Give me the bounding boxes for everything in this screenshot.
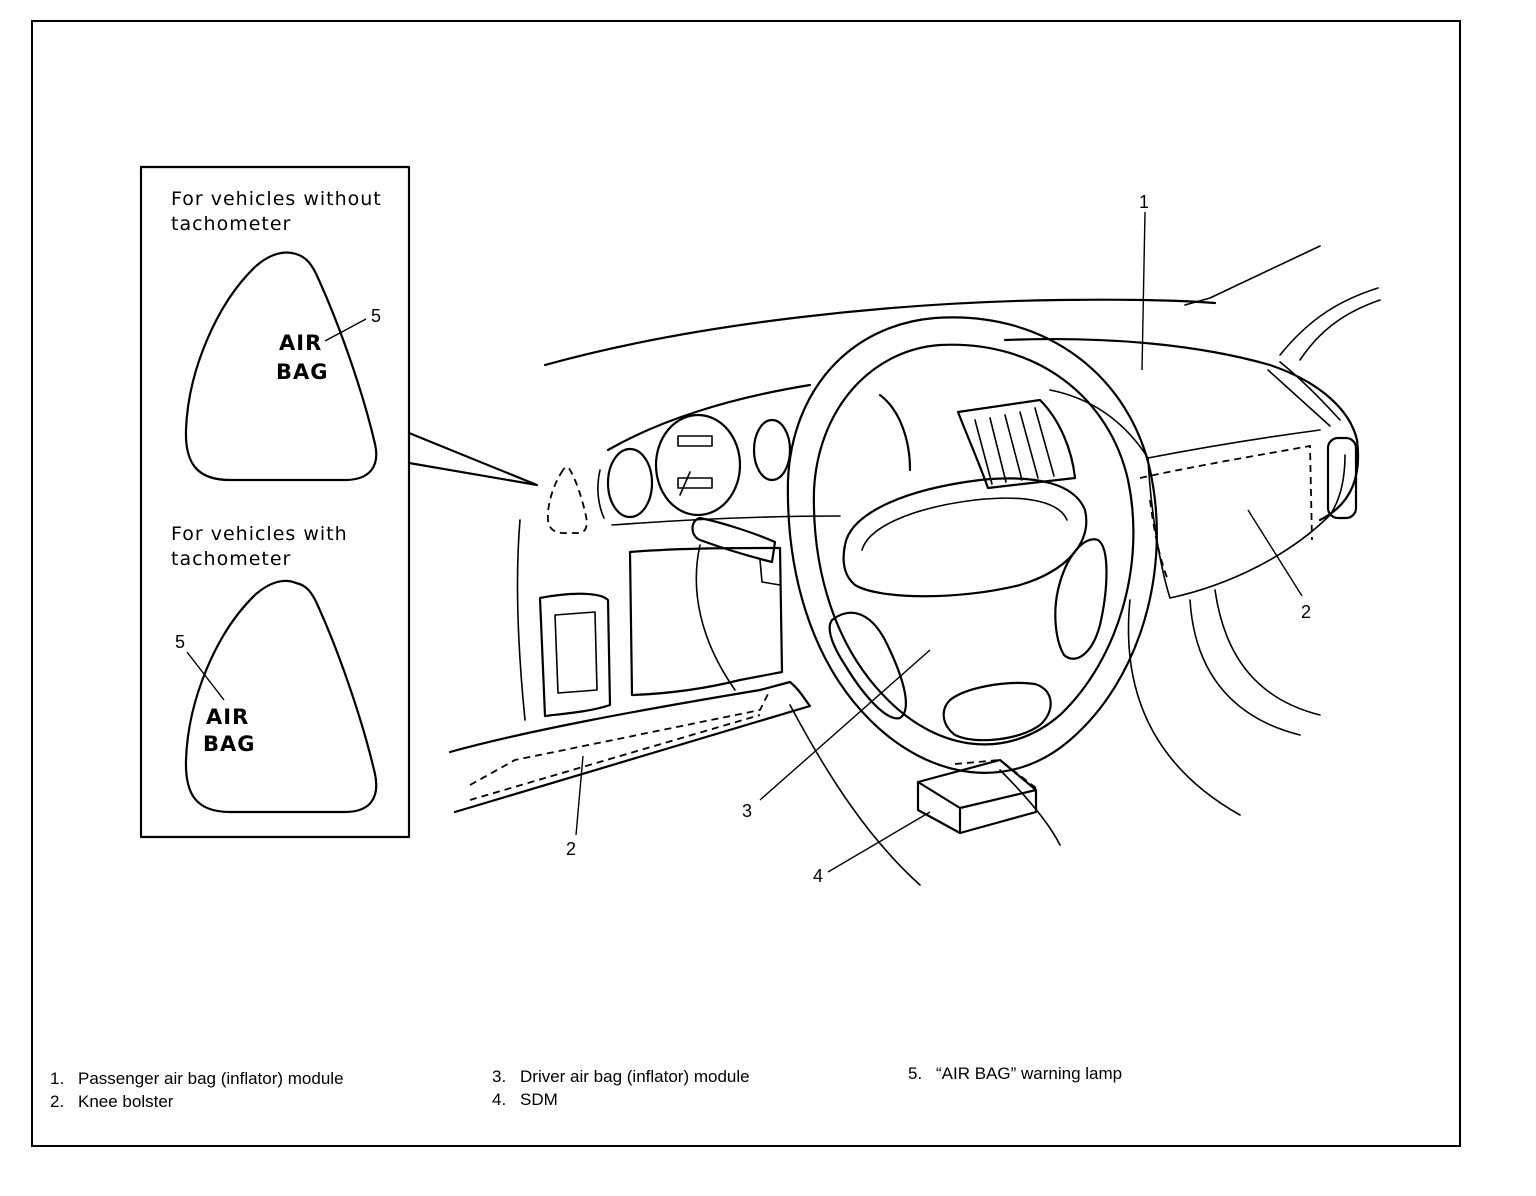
legend-item-2: 2. Knee bolster [50, 1091, 173, 1113]
legend-number: 4. [492, 1090, 507, 1109]
left-lower-panel-inner [554, 611, 598, 694]
legend-item-3: 3. Driver air bag (inflator) module [492, 1066, 750, 1088]
legend-text: Passenger air bag (inflator) module [78, 1069, 344, 1088]
callout-5-top: 5 [371, 306, 381, 326]
callout-2-left: 2 [566, 839, 576, 859]
inset-border [139, 165, 411, 839]
right-vent-slot-2 [1267, 369, 1331, 427]
callout-4: 4 [813, 866, 823, 886]
legend-text: SDM [520, 1090, 558, 1109]
a-pillar-outer [1279, 287, 1379, 356]
inset-top-caption-line2: tachometer [171, 213, 291, 235]
callout-2-right: 2 [1301, 602, 1311, 622]
door-curve-right [1189, 599, 1301, 736]
passenger-knee-bolster-dashed-2 [1149, 499, 1169, 581]
indicator-stalk [691, 516, 777, 564]
steering-spoke-left [828, 611, 907, 720]
warning-lamp-label-top-line1: AIR [279, 331, 322, 355]
centre-vent-slat-1 [974, 419, 993, 485]
legend-number: 5. [908, 1064, 923, 1083]
trip-window [677, 477, 713, 489]
floor-curve-left [789, 704, 921, 886]
lamp-gauge-bracket [597, 469, 605, 519]
legend-text: “AIR BAG” warning lamp [936, 1064, 1123, 1083]
legend-item-1: 1. Passenger air bag (inflator) module [50, 1068, 344, 1090]
steering-column [695, 544, 781, 691]
knee-bolster-outline [448, 680, 812, 814]
legend-item-4: 4. SDM [492, 1089, 558, 1111]
a-pillar-inner [1299, 299, 1381, 361]
dash-top-line [543, 298, 1217, 367]
callout-1: 1 [1139, 192, 1149, 212]
driver-airbag-hub-inner [861, 497, 1068, 551]
inset-top-caption-line1: For vehicles without [171, 188, 382, 210]
warning-lamp-shape-top [184, 251, 378, 482]
callout-3: 3 [742, 801, 752, 821]
centre-lower-panel [628, 546, 784, 697]
odometer-window [677, 435, 713, 447]
speedometer-needle [679, 471, 691, 496]
floor-curve-right [1127, 599, 1241, 816]
legend-number: 3. [492, 1067, 507, 1086]
leader-line-3 [759, 649, 931, 801]
callout-5-bottom: 5 [175, 632, 185, 652]
warning-lamp-label-bottom-line1: AIR [206, 705, 249, 729]
warning-lamp-shape-bottom [184, 579, 378, 814]
door-curve-right-2 [1214, 589, 1321, 716]
inset-bottom-caption-line2: tachometer [171, 548, 291, 570]
windshield-line [1184, 245, 1321, 306]
centre-vent-slat-3 [1004, 414, 1023, 481]
leader-line-2-right [1247, 509, 1303, 597]
dash-pad-edge [1147, 429, 1321, 459]
inset-bottom-caption-line1: For vehicles with [171, 523, 348, 545]
driver-knee-bolster-dashed-2 [469, 714, 761, 801]
dash-pad-lower [1049, 389, 1149, 459]
left-dash-edge [516, 519, 526, 721]
temp-gauge [752, 418, 792, 482]
legend-item-5: 5. “AIR BAG” warning lamp [908, 1063, 1122, 1085]
legend-text: Driver air bag (inflator) module [520, 1067, 750, 1086]
driver-airbag-hub [842, 477, 1088, 598]
cluster-bottom [611, 515, 841, 526]
leader-line-4 [827, 811, 931, 873]
legend-number: 1. [50, 1069, 65, 1088]
legend-number: 2. [50, 1092, 65, 1111]
steering-wheel-rim-inner [812, 343, 1135, 746]
dash-pad-upper [1003, 337, 1360, 522]
leader-line-1 [1141, 211, 1146, 371]
sdm-dashed [954, 759, 1037, 789]
inset-pointer [407, 431, 539, 487]
driver-knee-bolster-dashed [469, 689, 771, 786]
instrument-cluster-hood [606, 383, 912, 472]
dashboard-drawing: 1 2 2 3 4 [448, 192, 1381, 886]
left-lower-panel [538, 592, 612, 718]
warning-lamp-label-top-line2: BAG [276, 360, 329, 384]
floor-curve-mid [999, 769, 1061, 846]
steering-spoke-bottom [942, 681, 1052, 742]
right-vent-slot [1279, 361, 1341, 421]
centre-vent-slat-4 [1019, 411, 1039, 479]
passenger-panel [1147, 454, 1346, 599]
steering-spoke-right [1054, 538, 1108, 660]
leader-line-5-top [324, 318, 367, 342]
warning-lamp-label-bottom-line2: BAG [203, 732, 256, 756]
speedometer-gauge [654, 413, 742, 517]
passenger-knee-bolster-dashed [1139, 444, 1313, 541]
centre-vent [956, 398, 1077, 490]
leader-line-5-bottom [186, 651, 225, 701]
fuel-gauge [606, 447, 654, 519]
diagram-frame [31, 20, 1461, 1147]
airbag-warning-lamp-dashed [547, 466, 588, 535]
right-side-vent [1326, 436, 1358, 520]
steering-wheel-rim [786, 316, 1158, 774]
centre-vent-slat-2 [989, 417, 1007, 483]
leader-line-2-left [575, 755, 584, 836]
centre-vent-slat-5 [1034, 407, 1055, 477]
sdm-box [916, 758, 1038, 835]
inset-panel: For vehicles without tachometer AIR BAG … [139, 165, 539, 839]
legend-text: Knee bolster [78, 1092, 174, 1111]
